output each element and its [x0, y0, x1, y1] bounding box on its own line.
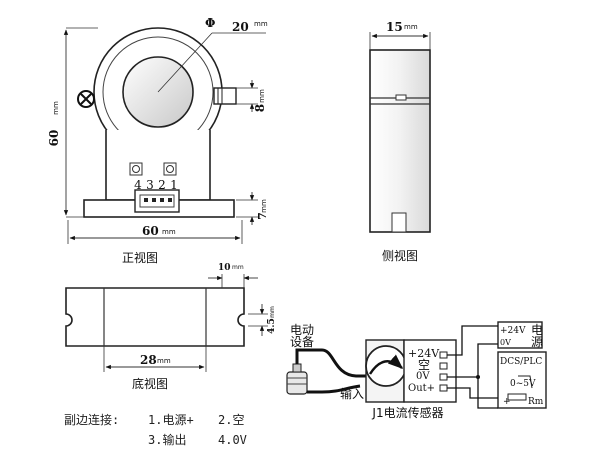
- front-slot-unit: mm: [258, 89, 266, 103]
- wire-24v: [447, 325, 498, 356]
- terminal-out: Out+: [408, 383, 435, 394]
- psu-name-2: 源: [531, 335, 543, 349]
- front-view: 4 3 2 1 Φ 20 mm 60 mm 8 mm 7: [47, 16, 269, 265]
- front-width-value: 60: [142, 224, 159, 238]
- terminal-pin: [439, 362, 448, 370]
- terminal-0v: 0V: [416, 371, 430, 382]
- side-connector: [391, 212, 407, 233]
- front-zero-pot: [129, 162, 143, 176]
- side-width-unit: mm: [404, 23, 418, 31]
- front-slot-value: 8: [253, 104, 267, 112]
- side-width-value: 15: [386, 20, 403, 34]
- bottom-width-value: 10: [218, 263, 231, 273]
- connection-notes: 副边连接: 1.电源+ 2.空 3.输出 4.0V: [64, 412, 247, 447]
- front-connector-socket: [139, 194, 175, 208]
- wire-0v: [447, 343, 498, 378]
- front-clamp: [213, 87, 237, 105]
- primary-wire: [295, 348, 386, 378]
- bottom-span-value: 28: [140, 353, 157, 367]
- front-height-unit: mm: [52, 101, 60, 115]
- wiring-diagram: 电动 设备 +24V 空 0V Out+ J1电流传感器 输入 +24V 0V …: [286, 321, 547, 420]
- psu-24v: +24V: [500, 326, 526, 336]
- psu-0v: 0V: [500, 338, 511, 347]
- side-view-caption: 侧视图: [382, 248, 418, 263]
- front-height-value: 60: [47, 130, 61, 147]
- motor-shaft: [292, 363, 302, 373]
- side-view: 15 mm 侧视图: [369, 20, 431, 263]
- sensor-terminal-block: [403, 339, 457, 403]
- notes-item-2: 2.空: [218, 413, 244, 427]
- device-label-line2: 设备: [290, 335, 314, 349]
- motor-icon: [286, 371, 308, 395]
- terminal-pin: [439, 351, 448, 359]
- side-body: [369, 49, 431, 233]
- front-pin: [152, 198, 156, 202]
- front-base-unit: mm: [260, 199, 268, 213]
- bottom-width-unit: mm: [232, 264, 244, 271]
- front-pin: [168, 198, 172, 202]
- sensor-current-arrow: [368, 354, 404, 375]
- dcs-rm: Rm: [528, 397, 544, 407]
- notes-title: 副边连接:: [64, 412, 119, 427]
- side-notch: [395, 94, 407, 101]
- dcs-range: 0~5V: [510, 379, 536, 389]
- notes-item-1: 1.电源+: [148, 413, 194, 427]
- terminal-pin: [439, 384, 448, 392]
- front-view-caption: 正视图: [122, 250, 158, 265]
- pin-label-3: 3: [146, 178, 154, 192]
- front-screw-slot: [80, 93, 92, 105]
- wire-junction: [476, 375, 480, 379]
- front-gain-pot-knob: [166, 165, 174, 173]
- front-dia-unit: mm: [254, 20, 268, 28]
- bottom-span-unit: mm: [157, 357, 171, 365]
- wire-0v-dcs: [477, 377, 498, 409]
- notes-item-3: 3.输出: [148, 432, 186, 447]
- terminal-24v: +24V: [408, 347, 440, 360]
- dcs-meter-line: [518, 375, 533, 389]
- input-label: 输入: [340, 386, 364, 401]
- front-base-value: 7: [256, 212, 269, 220]
- pin-label-2: 2: [158, 178, 166, 192]
- pin-label-1: 1: [170, 178, 178, 192]
- front-pin: [144, 198, 148, 202]
- dcs-plus: +: [503, 397, 511, 407]
- dcs-label: DCS/PLC: [500, 357, 542, 367]
- rm-resistor: [507, 393, 527, 401]
- bottom-hole-value: 4.5: [267, 318, 277, 334]
- device-label-line1: 电动: [290, 323, 314, 337]
- bottom-body: [65, 287, 245, 347]
- front-dia-symbol: Φ: [205, 16, 215, 30]
- notes-item-4: 4.0V: [218, 433, 247, 447]
- terminal-empty: 空: [418, 358, 430, 372]
- pin-label-4: 4: [134, 178, 142, 192]
- front-dia-value: 20: [232, 20, 249, 34]
- bottom-hole-unit: mm: [269, 306, 276, 318]
- front-gain-pot: [163, 162, 177, 176]
- bottom-view-caption: 底视图: [132, 376, 168, 391]
- front-pin: [160, 198, 164, 202]
- terminal-pin: [439, 373, 448, 381]
- front-width-unit: mm: [162, 228, 176, 236]
- power-supply-box: [497, 321, 543, 349]
- bottom-view: 10 mm 4.5 mm 28 mm 底视图: [65, 263, 277, 391]
- sensor-label: J1电流传感器: [371, 405, 443, 420]
- wire-out: [447, 387, 498, 399]
- psu-name-1: 电: [531, 323, 543, 337]
- front-zero-pot-knob: [132, 165, 140, 173]
- primary-return-wire: [307, 384, 361, 394]
- front-dia-leader: [157, 32, 213, 93]
